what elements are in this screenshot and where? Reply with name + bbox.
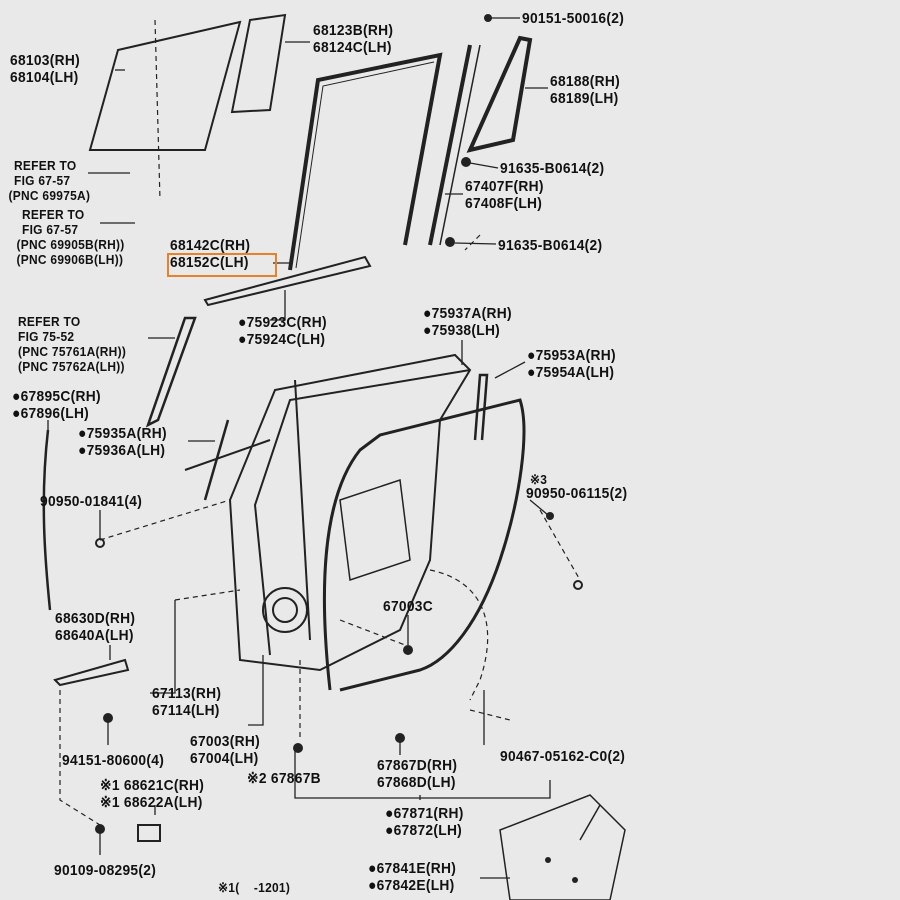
part-67003[interactable]: 67003(RH)67004(LH)	[190, 733, 260, 767]
part-68188[interactable]: 68188(RH)68189(LH)	[550, 73, 620, 107]
part-75935[interactable]: ●75935A(RH)●75936A(LH)	[78, 425, 167, 459]
door-seal	[322, 398, 526, 692]
part-68123[interactable]: 68123B(RH)68124C(LH)	[313, 22, 394, 56]
fixed-glass-frame	[466, 35, 533, 153]
part-67407[interactable]: 67407F(RH)67408F(LH)	[465, 178, 544, 212]
part-67895[interactable]: ●67895C(RH)●67896(LH)	[12, 388, 101, 422]
dashed-outlines	[59, 19, 581, 826]
part-68630[interactable]: 68630D(RH)68640A(LH)	[55, 610, 136, 644]
part-90467[interactable]: 90467-05162-C0(2)	[500, 748, 626, 765]
part-91635-a[interactable]: 91635-B0614(2)	[500, 160, 605, 177]
quarter-glass	[230, 13, 287, 114]
part-67003c[interactable]: 67003C	[383, 598, 434, 615]
highlight-box	[167, 253, 277, 277]
part-67867d[interactable]: 67867D(RH)67868D(LH)	[377, 757, 458, 791]
part-67841[interactable]: ●67841E(RH)●67842E(LH)	[368, 860, 457, 894]
leader-lines	[47, 17, 551, 879]
part-68103[interactable]: 68103(RH)68104(LH)	[10, 52, 80, 86]
part-68621[interactable]: ※1 68621C(RH)※1 68622A(LH)	[100, 777, 205, 811]
part-75953[interactable]: ●75953A(RH)●75954A(LH)	[527, 347, 616, 381]
division-bar	[428, 44, 481, 246]
door-panel	[184, 353, 472, 672]
part-94151[interactable]: 94151-80600(4)	[62, 752, 165, 769]
part-75937[interactable]: ●75937A(RH)●75938(LH)	[423, 305, 512, 339]
note-3: ※3	[530, 472, 548, 487]
part-91635-b[interactable]: 91635-B0614(2)	[498, 237, 603, 254]
clip	[137, 824, 161, 842]
part-68142[interactable]: 68142C(RH)68152C(LH)	[170, 237, 251, 271]
part-67871[interactable]: ●67871(RH)●67872(LH)	[385, 805, 464, 839]
part-67113[interactable]: 67113(RH)67114(LH)	[152, 685, 222, 719]
belt-moulding	[203, 255, 372, 307]
part-90950-01841[interactable]: 90950-01841(4)	[40, 493, 143, 510]
door-glass	[88, 20, 242, 151]
footnote-1: ※1( -1201)	[218, 880, 291, 895]
part-90950-06115[interactable]: 90950-06115(2)	[526, 485, 628, 502]
fasteners	[95, 14, 583, 883]
lower-trim	[499, 794, 626, 900]
door-check	[53, 658, 130, 687]
run-channel	[288, 52, 443, 271]
part-75923[interactable]: ●75923C(RH)●75924C(LH)	[238, 314, 327, 348]
part-90151[interactable]: 90151-50016(2)	[522, 10, 625, 27]
part-67867b[interactable]: ※2 67867B	[247, 770, 321, 787]
part-90109[interactable]: 90109-08295(2)	[54, 862, 157, 879]
